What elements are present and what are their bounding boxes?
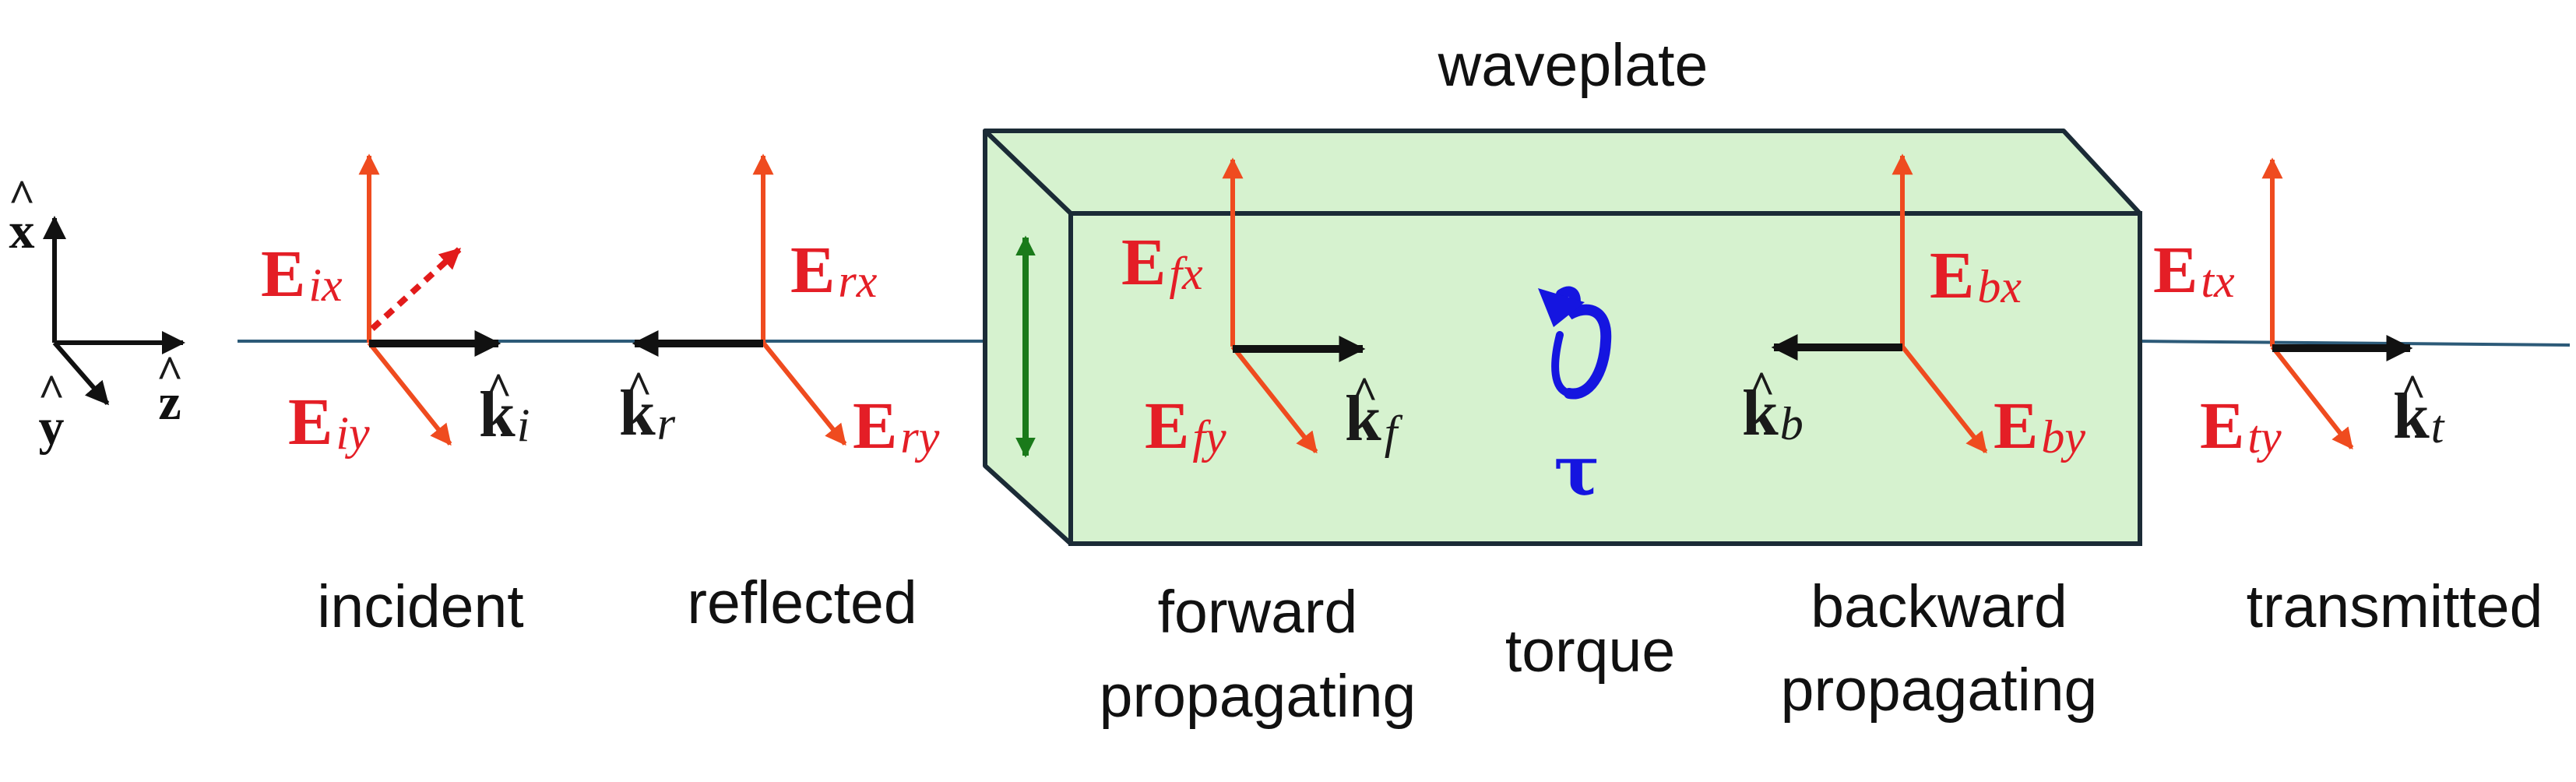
z-axis-label: z — [158, 374, 181, 431]
y-axis-label: y — [39, 399, 65, 456]
transmitted-label: transmitted — [2247, 573, 2543, 640]
transmitted-ey-arrow — [2270, 345, 2354, 450]
transmitted-ex-label: Etx — [2153, 232, 2235, 307]
y-axis-arrow — [52, 341, 110, 406]
x-axis-hat: ^ — [9, 171, 36, 222]
beam-line-right — [2137, 340, 2571, 347]
forward-k-hat: ^ — [1351, 368, 1378, 419]
waveplate-block — [983, 129, 2142, 546]
torque-group: τ — [1538, 286, 1612, 511]
transmitted-k-hat: ^ — [2399, 365, 2426, 417]
transmitted-group: Etx Ety ^ kt — [2153, 157, 2445, 463]
backward-ey-arrow — [1900, 345, 1988, 454]
backward-k-label: kb — [1742, 377, 1804, 449]
forward-label-line2: propagating — [1100, 663, 1416, 730]
incident-k-label: ki — [479, 379, 530, 451]
forward-ey-label: Efy — [1145, 388, 1226, 463]
coordinate-axes: ^ x ^ y ^ z — [9, 171, 185, 456]
torque-arrowhead — [1538, 288, 1585, 327]
torque-symbol: τ — [1554, 430, 1599, 511]
waveplate-front-face — [1068, 211, 2142, 546]
transmitted-k-label: kt — [2393, 380, 2445, 453]
reflected-k-label: kr — [619, 377, 676, 449]
reflected-label: reflected — [687, 569, 917, 636]
reflected-group: Erx Ery ^ kr — [619, 153, 940, 463]
backward-ey-label: Eby — [1994, 388, 2085, 463]
forward-ex-label: Efx — [1121, 224, 1203, 299]
waveplate-top-face — [983, 129, 2142, 216]
x-axis-label: x — [9, 203, 35, 259]
reflected-k-hat: ^ — [625, 362, 653, 414]
backward-ex-label: Ebx — [1930, 238, 2022, 312]
torque-label: torque — [1505, 618, 1675, 685]
transmitted-ey-label: Ety — [2200, 388, 2282, 463]
forward-group: Efx Efy ^ kf — [1121, 157, 1403, 463]
reflected-ey-arrow — [761, 341, 847, 446]
forward-ey-arrow — [1230, 345, 1318, 454]
torque-curve-back — [1551, 331, 1573, 397]
backward-label-line1: backward — [1811, 573, 2067, 640]
incident-label: incident — [317, 573, 523, 640]
backward-k-hat: ^ — [1748, 362, 1775, 414]
y-axis-hat: ^ — [38, 365, 65, 417]
waveplate-title: waveplate — [1438, 32, 1709, 99]
incident-group: Eix Eiy ^ ki — [261, 153, 530, 459]
reflected-ey-label: Ery — [853, 388, 940, 463]
incident-dotted-arrow — [370, 247, 462, 331]
incident-ex-label: Eix — [261, 236, 343, 311]
curved-arrow-icon — [1556, 286, 1612, 400]
forward-label-line1: forward — [1158, 579, 1358, 646]
incident-k-hat: ^ — [485, 364, 512, 415]
backward-group: Ebx Eby ^ kb — [1742, 153, 2085, 463]
backward-label-line2: propagating — [1781, 657, 2098, 724]
incident-ey-label: Eiy — [288, 384, 370, 459]
z-axis-hat: ^ — [157, 347, 184, 398]
incident-ey-arrow — [367, 341, 452, 446]
reflected-ex-label: Erx — [790, 232, 878, 307]
